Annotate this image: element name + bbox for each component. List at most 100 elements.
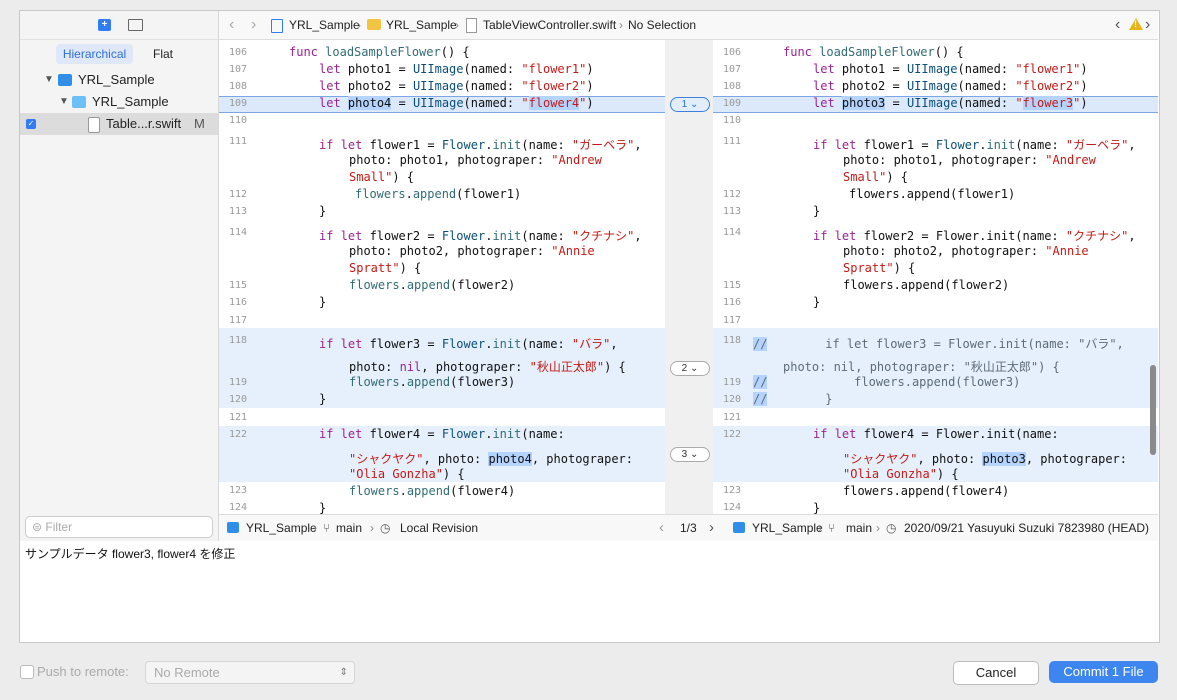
clock-icon: ◷ [380,521,391,535]
code-line: photo: photo1, photograper: "Andrew [349,153,602,167]
code-line: if let flower2 = Flower.init(name: "クチナシ… [813,229,1136,243]
change-band [713,426,1158,482]
next-change-icon[interactable]: › [709,519,714,536]
line-number: 107 [229,64,248,75]
commit-message-area[interactable]: サンプルデータ flower3, flower4 を修正 [20,541,1158,641]
code-line: photo: photo1, photograper: "Andrew [843,153,1096,167]
tree-item-label: YRL_Sample [78,72,155,87]
right-pane-scrollbar[interactable] [1150,365,1156,455]
left-project[interactable]: YRL_Sample [246,521,317,535]
line-number: 122 [229,429,248,440]
change-band [219,426,665,482]
right-branch[interactable]: main [846,521,873,535]
line-number: 112 [723,189,742,200]
change-badge-1[interactable]: 1 ⌄ [670,97,710,112]
sidebar-toolbar: + [20,11,218,40]
line-number: 116 [723,297,742,308]
remote-select[interactable]: No Remote ⇕ [145,661,355,684]
next-issue-icon[interactable]: › [1145,16,1151,33]
tab-hierarchical[interactable]: Hierarchical [56,44,133,64]
change-badge-3[interactable]: 3 ⌄ [670,447,710,462]
code-line: "Olia Gonzha") { [349,467,465,481]
line-number: 119 [229,377,248,388]
previous-issue-icon[interactable]: ‹ [1115,16,1121,33]
code-line: if let flower3 = Flower.init(name: "バラ", [319,337,618,351]
line-number: 121 [723,412,742,423]
tree-item-project[interactable]: ▼ YRL_Sample [20,69,218,91]
code-line: flowers.append(flower4) [349,484,516,498]
line-number: 110 [723,115,742,126]
chevron-right-icon: › [313,521,317,535]
chevron-right-icon: › [370,521,374,535]
breadcrumb-group[interactable]: YRL_Sample [386,18,457,32]
previous-change-icon[interactable]: ‹ [659,519,664,536]
right-project[interactable]: YRL_Sample [752,521,823,535]
line-number: 110 [229,115,248,126]
line-number: 108 [229,81,248,92]
filter-input[interactable]: ⊜ Filter [25,516,213,538]
code-line: } [813,295,821,309]
code-line: // if let flower3 = Flower.init(name: "バ… [753,337,1124,351]
code-line: let photo2 = UIImage(named: "flower2") [319,79,594,93]
forward-icon[interactable]: › [251,16,257,33]
line-number: 120 [723,394,742,405]
line-number: 113 [229,206,248,217]
line-number: 118 [723,335,742,346]
folder-icon[interactable] [128,19,143,31]
chevron-right-icon: › [455,18,459,32]
chevron-right-icon: › [818,521,822,535]
project-icon [271,19,283,33]
back-icon[interactable]: ‹ [229,16,235,33]
code-line: if let flower2 = Flower.init(name: "クチナシ… [319,229,642,243]
line-number: 123 [229,485,248,496]
change-badge-2[interactable]: 2 ⌄ [670,361,710,376]
left-revision[interactable]: Local Revision [400,521,479,535]
breadcrumb-project[interactable]: YRL_Sample [289,18,360,32]
line-number: 109 [723,98,742,109]
disclosure-triangle-icon[interactable]: ▼ [44,74,54,85]
code-line: let photo3 = UIImage(named: "flower3") [813,96,1088,110]
include-checkbox[interactable]: ✓ [26,119,36,129]
code-line: Spratt") { [843,261,916,275]
code-line: photo: photo2, photograper: "Annie [843,244,1089,258]
right-code-pane[interactable]: 106 func loadSampleFlower() { 107 let ph… [713,40,1158,514]
line-number: 118 [229,335,248,346]
disclosure-triangle-icon[interactable]: ▼ [59,96,69,107]
clock-icon: ◷ [886,521,897,535]
line-number: 111 [723,136,742,147]
code-line: Spratt") { [349,261,422,275]
warning-icon[interactable] [1129,18,1143,30]
line-number: 119 [723,377,742,388]
line-number: 122 [723,429,742,440]
code-line: if let flower4 = Flower.init(name: [813,427,1059,441]
view-mode-segmented: Hierarchical Flat [56,44,190,64]
push-to-remote-checkbox[interactable] [20,665,34,679]
add-icon[interactable]: + [98,19,111,31]
tab-flat[interactable]: Flat [152,47,173,61]
code-line: Small") { [349,170,415,184]
code-line: let photo4 = UIImage(named: "flower4") [319,96,594,110]
line-number: 113 [723,206,742,217]
code-line: } [319,295,327,309]
code-line: func loadSampleFlower() { [289,45,470,59]
tree-item-file[interactable]: ✓ Table...r.swift M [20,113,218,135]
updown-chevron-icon: ⇕ [339,667,348,678]
commit-button[interactable]: Commit 1 File [1049,661,1158,683]
breadcrumb-selection[interactable]: No Selection [628,18,697,32]
left-branch[interactable]: main [336,521,363,535]
filter-placeholder: Filter [45,520,73,534]
warning-mark: ! [1134,19,1137,29]
cancel-button[interactable]: Cancel [953,661,1039,685]
code-line: Small") { [843,170,909,184]
tree-item-label: YRL_Sample [92,94,169,109]
right-revision[interactable]: 2020/09/21 Yasuyuki Suzuki 7823980 (HEAD… [904,521,1150,535]
project-icon [227,522,239,533]
breadcrumb-file[interactable]: TableViewController.swift [483,18,617,32]
code-line: flowers.append(flower2) [349,278,516,292]
left-code-pane[interactable]: 106 func loadSampleFlower() { 107 let ph… [219,40,665,514]
code-line: // } [753,392,833,406]
swift-file-icon [88,117,100,133]
diff-gutter: 1 ⌄ 2 ⌄ 3 ⌄ [665,40,713,514]
line-number: 123 [723,485,742,496]
tree-item-group[interactable]: ▼ YRL_Sample [20,91,218,113]
